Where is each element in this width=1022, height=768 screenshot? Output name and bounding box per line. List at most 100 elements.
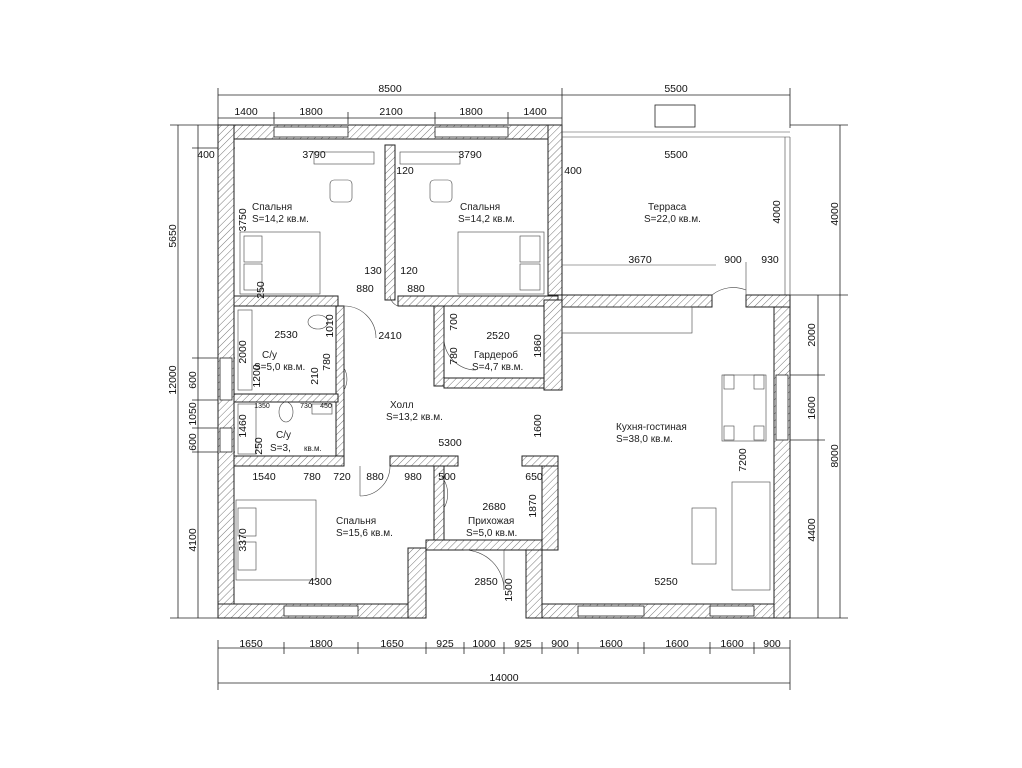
dim-right-seg: 2000: [806, 323, 818, 347]
dim-interior: 980: [404, 471, 422, 483]
dim-left-outer: 12000: [167, 365, 179, 394]
dim-interior: 900: [724, 254, 742, 266]
room-area-bath-1: S=5,0 кв.м.: [254, 362, 305, 373]
dim-interior: 5300: [438, 437, 462, 449]
dim-top-seg: 1400: [234, 106, 258, 118]
windows: [219, 104, 789, 617]
dim-interior: 120: [400, 265, 418, 277]
dim-top-seg: 1800: [299, 106, 323, 118]
room-name-hall: Холл: [390, 400, 414, 411]
dimension-labels: 8500 5500 1400 1800 2100 1800 1400 1650 …: [167, 83, 841, 684]
room-area-kitchen: S=38,0 кв.м.: [616, 434, 673, 445]
room-name-wardrobe: Гардероб: [474, 349, 518, 361]
room-name-bedroom-3: Спальня: [336, 516, 376, 527]
doors: [343, 262, 747, 591]
dim-bottom-seg: 900: [763, 638, 781, 650]
dim-right-seg: 1600: [806, 396, 818, 420]
dim-interior: 1200: [251, 364, 263, 388]
dim-bottom-seg: 1600: [599, 638, 623, 650]
dim-top-seg: 2100: [379, 106, 403, 118]
dim-bottom-seg: 1000: [472, 638, 496, 650]
dim-interior: 780: [448, 347, 460, 365]
room-area-terrace: S=22,0 кв.м.: [644, 214, 701, 225]
dim-interior: 1870: [527, 494, 539, 518]
dim-bottom-seg: 1650: [380, 638, 404, 650]
dim-interior: 1860: [532, 334, 544, 358]
dim-interior: 880: [407, 283, 425, 295]
dim-interior: 880: [356, 283, 374, 295]
dim-interior: 1500: [503, 578, 515, 602]
dim-interior: 880: [366, 471, 384, 483]
room-area-bath-2-suffix: кв.м.: [304, 444, 322, 453]
dim-bottom-seg: 925: [514, 638, 532, 650]
dim-interior: 2410: [378, 330, 402, 342]
dim-interior: 450: [320, 403, 332, 410]
room-name-bath-1: С/у: [262, 350, 277, 361]
dim-interior: 2530: [274, 329, 298, 341]
dim-interior: 4300: [308, 576, 332, 588]
dim-interior: 130: [364, 265, 382, 277]
dim-interior: 250: [253, 437, 265, 455]
room-area-entrance: S=5,0 кв.м.: [466, 528, 517, 539]
terrace-railing: [562, 131, 791, 295]
dim-interior: 700: [448, 313, 460, 331]
room-labels: Спальня S=14,2 кв.м. Спальня S=14,2 кв.м…: [252, 202, 701, 539]
dim-interior: 5250: [654, 576, 678, 588]
dim-interior: 500: [438, 471, 456, 483]
dim-bottom-seg: 1600: [665, 638, 689, 650]
dim-interior: 250: [255, 281, 267, 299]
dim-interior: 3790: [458, 149, 482, 161]
dim-left-seg: 600: [187, 371, 199, 389]
dim-right-outer: 4000: [829, 202, 841, 226]
dim-interior: 730: [300, 403, 312, 410]
dimension-lines: [170, 88, 848, 690]
room-area-bath-2: S=3,: [270, 443, 291, 454]
room-area-bedroom-2: S=14,2 кв.м.: [458, 214, 515, 225]
dim-interior: 2520: [486, 330, 510, 342]
dim-interior: 720: [333, 471, 351, 483]
room-area-wardrobe: S=4,7 кв.м.: [472, 362, 523, 373]
dim-bottom-total: 14000: [489, 672, 518, 684]
dim-top-total: 8500: [378, 83, 402, 95]
dim-interior: 400: [564, 165, 582, 177]
dim-interior: 7200: [737, 448, 749, 472]
dim-interior: 1010: [324, 314, 336, 338]
dim-interior: 3670: [628, 254, 652, 266]
dim-interior: 3790: [302, 149, 326, 161]
dim-top-seg: 1800: [459, 106, 483, 118]
dim-left-outer: 5650: [167, 224, 179, 248]
dim-top-right: 5500: [664, 83, 688, 95]
dim-bottom-seg: 900: [551, 638, 569, 650]
dim-interior: 120: [396, 165, 414, 177]
room-area-bedroom-1: S=14,2 кв.м.: [252, 214, 309, 225]
dim-interior: 930: [761, 254, 779, 266]
dim-bottom-seg: 1650: [239, 638, 263, 650]
dim-interior: 780: [321, 353, 333, 371]
dim-interior: 3750: [237, 208, 249, 232]
dim-bottom-seg: 1800: [309, 638, 333, 650]
dim-interior: 3370: [237, 528, 249, 552]
dim-interior: 2850: [474, 576, 498, 588]
dim-interior: 1600: [532, 414, 544, 438]
dim-left-seg: 1050: [187, 402, 199, 426]
dim-interior: 4000: [771, 200, 783, 224]
dim-interior: 1350: [254, 403, 270, 410]
dim-interior: 5500: [664, 149, 688, 161]
dim-bottom-seg: 1600: [720, 638, 744, 650]
dim-interior: 210: [309, 367, 321, 385]
dim-bottom-seg: 925: [436, 638, 454, 650]
room-name-entrance: Прихожая: [468, 516, 514, 527]
dim-left-seg: 600: [187, 433, 199, 451]
furniture: [235, 151, 771, 591]
room-name-kitchen: Кухня-гостиная: [616, 422, 687, 433]
dim-interior: 650: [525, 471, 543, 483]
room-name-bath-2: С/у: [276, 430, 291, 441]
dim-top-seg: 1400: [523, 106, 547, 118]
dim-interior: 780: [303, 471, 321, 483]
dim-right-seg: 4400: [806, 518, 818, 542]
dim-interior: 2000: [237, 340, 249, 364]
dim-left-seg: 4100: [187, 528, 199, 552]
room-area-hall: S=13,2 кв.м.: [386, 412, 443, 423]
dim-right-outer: 8000: [829, 444, 841, 468]
